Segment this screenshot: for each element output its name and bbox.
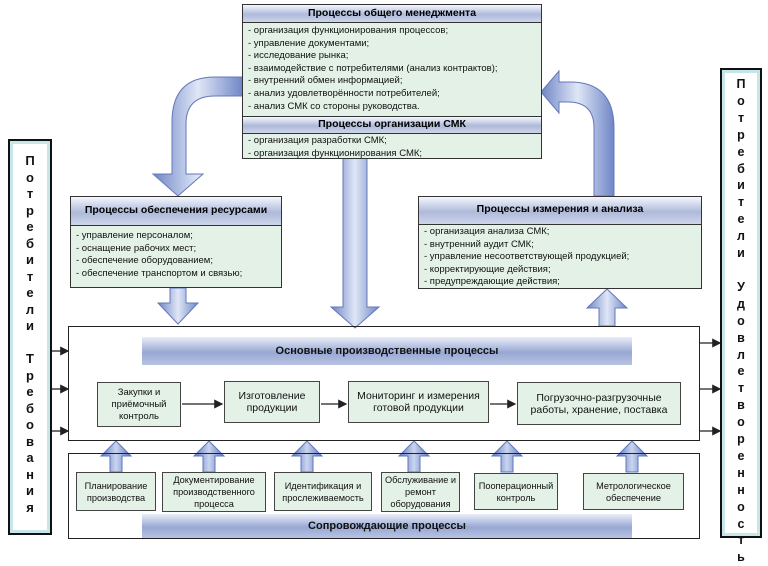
list-item: - корректирующие действия; (424, 263, 551, 275)
step-manufacturing: Изготовление продукции (224, 381, 320, 423)
support-documentation: Документирование производственного проце… (162, 472, 266, 512)
list-item: - обеспечение транспортом и связью; (76, 267, 243, 279)
center-down-arrow (329, 157, 381, 329)
support-identification: Идентификация и прослеживаемость (274, 472, 372, 511)
diagram-connectors (52, 69, 722, 473)
support-up-arrows (99, 440, 649, 473)
list-item: - организация разработки СМК; (248, 135, 387, 146)
list-item: - управление несоответствующей продукцие… (424, 251, 630, 263)
list-item: - управление персоналом; (76, 230, 193, 241)
resource-processes-block: Процессы обеспечения ресурсами - управле… (70, 196, 282, 288)
measurement-up-arrow (585, 288, 629, 327)
support-planning: Планирование производства (76, 472, 156, 511)
list-item: - обеспечение оборудованием; (76, 255, 213, 267)
measurement-processes-list: - организация анализа СМК; - внутренний … (419, 225, 701, 291)
support-operational-control: Пооперационный контроль (474, 473, 558, 510)
main-processes-container (68, 326, 700, 441)
list-item: - организация анализа СМК; (424, 226, 550, 237)
list-item: - внутренний аудит СМК; (424, 238, 534, 250)
list-item: - исследование рынка; (248, 50, 349, 62)
support-maintenance: Обслуживание и ремонт оборудования (381, 472, 460, 512)
step-logistics: Погрузочно-разгрузочные работы, хранение… (517, 382, 681, 425)
resource-processes-title: Процессы обеспечения ресурсами (71, 197, 281, 226)
support-processes-container (68, 453, 700, 539)
measurement-processes-title: Процессы измерения и анализа (419, 197, 701, 225)
list-item: - организация функционирования процессов… (248, 25, 449, 36)
list-item: - анализ удовлетворённости потребителей; (248, 87, 440, 99)
general-management-list: - организация функционирования процессов… (243, 23, 541, 115)
main-processes-title: Основные производственные процессы (142, 337, 632, 365)
list-item: - анализ СМК со стороны руководства. (248, 100, 420, 112)
list-item: - предупреждающие действия; (424, 276, 560, 288)
list-item: - взаимодействие с потребителями (анализ… (248, 62, 498, 74)
curved-arrow-right (540, 69, 615, 197)
general-management-block: Процессы общего менеджмента - организаци… (242, 4, 542, 159)
measurement-processes-block: Процессы измерения и анализа - организац… (418, 196, 702, 289)
resources-down-arrow (156, 287, 200, 325)
general-management-title: Процессы общего менеджмента (243, 5, 541, 23)
curved-arrow-left (151, 76, 244, 197)
resource-processes-list: - управление персоналом; - оснащение раб… (71, 226, 281, 282)
list-item: - оснащение рабочих мест; (76, 242, 197, 254)
step-monitoring: Мониторинг и измерения готовой продукции (348, 381, 489, 423)
step-procurement: Закупки и приёмочный контроль (97, 382, 181, 427)
support-processes-title: Сопровождающие процессы (142, 514, 632, 538)
qms-organization-title: Процессы организации СМК (243, 116, 541, 134)
support-metrology: Метрологическое обеспечение (583, 473, 684, 510)
list-item: - внутренний обмен информацией; (248, 75, 403, 87)
list-item: - управление документами; (248, 37, 370, 49)
qms-organization-list: - организация разработки СМК; - организа… (243, 133, 427, 162)
list-item: - организация функционирования СМК; (248, 147, 423, 159)
